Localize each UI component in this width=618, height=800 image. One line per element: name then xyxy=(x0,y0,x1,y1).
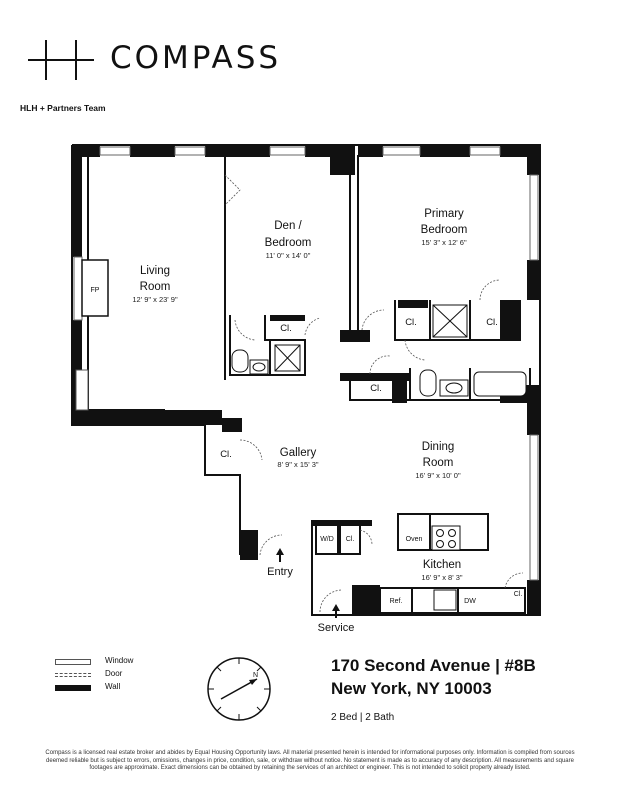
kitchen-dims: 16' 9" x 8' 3" xyxy=(421,573,462,582)
window-swatch-icon xyxy=(55,659,91,665)
primary-bedroom-name: Primary xyxy=(424,208,464,220)
service-arrow-icon xyxy=(332,604,340,618)
dining-room-dims: 16' 9" x 10' 0" xyxy=(415,471,461,480)
legend-door: Door xyxy=(55,669,175,682)
den-dims: 11' 0" x 14' 0" xyxy=(266,251,311,260)
team-name: HLH + Partners Team xyxy=(20,103,106,113)
wall-blocks xyxy=(72,145,540,615)
address-line-2: New York, NY 10003 xyxy=(331,679,492,698)
walls xyxy=(71,144,541,616)
compass-logo-mark xyxy=(28,40,94,80)
closet-label-kitchen: Cl. xyxy=(346,536,355,543)
stove xyxy=(431,525,461,551)
kitchen-name: Kitchen xyxy=(423,559,461,571)
closet-label-primary-2: Cl. xyxy=(486,317,498,328)
closet-label-gallery: Cl. xyxy=(220,449,232,460)
service-label: Service xyxy=(318,622,355,634)
living-room-name-2: Room xyxy=(140,281,171,293)
oven-label: Oven xyxy=(406,536,423,543)
property-address: 170 Second Avenue | #8B New York, NY 100… xyxy=(331,654,536,700)
den-name-2: Bedroom xyxy=(265,237,312,249)
entry-label: Entry xyxy=(267,566,293,578)
entry-arrow-icon xyxy=(276,548,284,562)
legend: Window Door Wall xyxy=(55,656,175,695)
washer-dryer-label: W/D xyxy=(320,536,334,543)
fireplace-label: FP xyxy=(91,287,100,294)
gallery-dims: 8' 9" x 15' 3" xyxy=(277,460,318,469)
legend-window: Window xyxy=(55,656,175,669)
doors xyxy=(224,174,524,613)
dining-room-name: Dining xyxy=(422,441,455,453)
primary-bedroom-name-2: Bedroom xyxy=(421,224,468,236)
svg-text:N: N xyxy=(253,672,258,679)
gallery-name: Gallery xyxy=(280,447,317,459)
dining-room-name-2: Room xyxy=(423,457,454,469)
wall-swatch-icon xyxy=(55,685,91,691)
primary-bedroom-dims: 15' 3" x 12' 6" xyxy=(421,238,467,247)
address-line-1: 170 Second Avenue | #8B xyxy=(331,656,536,675)
compass-rose-icon: N xyxy=(207,657,271,721)
disclaimer-text: Compass is a licensed real estate broker… xyxy=(45,750,575,771)
closet-label-kitchen-2: Cl. xyxy=(514,591,523,598)
closet-label-primary-1: Cl. xyxy=(405,317,417,328)
living-room-dims: 12' 9" x 23' 9" xyxy=(132,295,178,304)
dishwasher-label: DW xyxy=(464,598,476,605)
den-name: Den / xyxy=(274,220,302,232)
kitchen-sink xyxy=(433,589,457,611)
legend-wall: Wall xyxy=(55,682,175,695)
bath-fixtures xyxy=(231,304,527,397)
closet-label-hall: Cl. xyxy=(370,383,382,394)
bed-bath-summary: 2 Bed | 2 Bath xyxy=(331,712,395,723)
windows xyxy=(73,146,539,581)
brand-name: COMPASS xyxy=(110,40,282,76)
refrigerator-label: Ref. xyxy=(390,598,403,605)
closet-label-den: Cl. xyxy=(280,323,292,334)
door-swatch-icon xyxy=(55,673,91,677)
living-room-name: Living xyxy=(140,265,170,277)
